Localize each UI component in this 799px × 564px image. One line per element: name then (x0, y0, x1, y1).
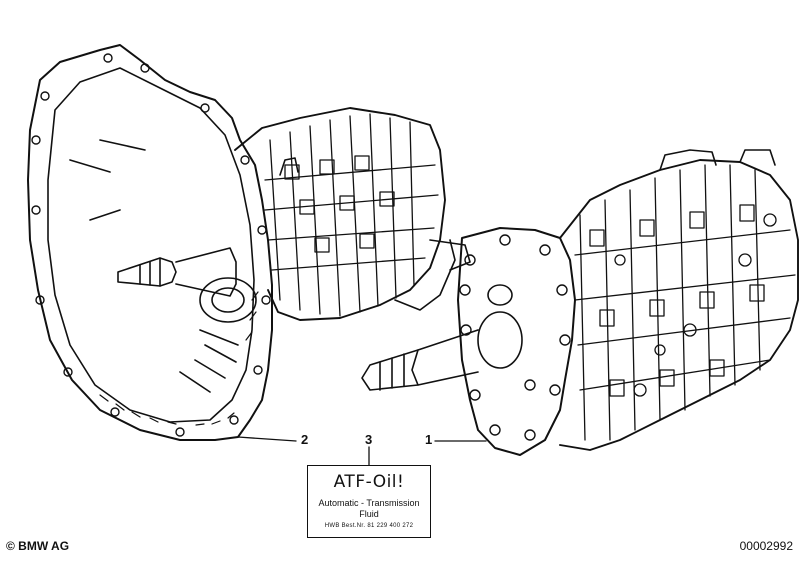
label-line-1: Automatic - Transmission (318, 498, 420, 508)
document-number: 00002992 (739, 539, 793, 553)
callout-1: 1 (425, 432, 433, 447)
transmission-assembly (361, 149, 799, 456)
transmission-assembly-with-bellhousing (27, 44, 471, 441)
label-part-number: HWB Best.Nr. 81 229 400 272 (324, 523, 414, 529)
callout-2: 2 (301, 432, 309, 447)
label-line-2: Fluid (359, 509, 379, 519)
copyright-text: © BMW AG (6, 539, 70, 553)
callout-3: 3 (365, 432, 373, 447)
atf-oil-label: ATF-Oil! Automatic - Transmission Fluid … (307, 465, 431, 538)
label-title: ATF-Oil! (333, 472, 405, 492)
leader-lines (237, 436, 487, 466)
